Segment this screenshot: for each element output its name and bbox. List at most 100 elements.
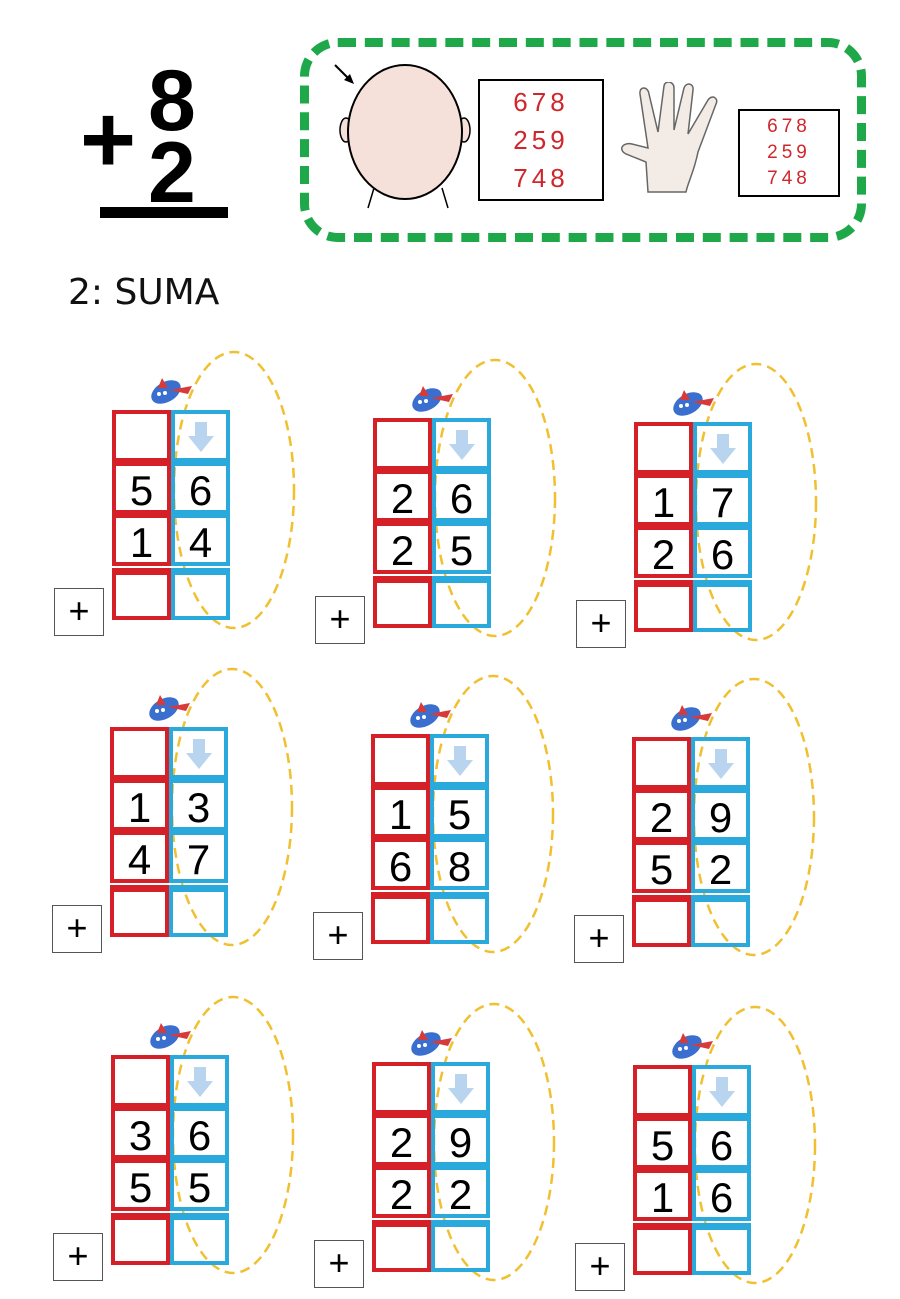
arrow-down-icon <box>186 1067 213 1097</box>
carry-cell-tens[interactable] <box>372 1062 431 1114</box>
card-number: 259 <box>767 142 811 163</box>
units-column: 6 5 <box>432 418 491 628</box>
answer-cell-tens[interactable] <box>632 895 691 947</box>
tens-column: 3 5 <box>111 1055 170 1265</box>
answer-cell-units[interactable] <box>431 1220 490 1272</box>
digit-cell: 8 <box>430 838 489 890</box>
answer-cell-tens[interactable] <box>633 1223 692 1275</box>
digit-cell: 3 <box>169 779 228 831</box>
digit-cell: 4 <box>110 831 169 883</box>
plus-sign-box: + <box>575 1243 625 1291</box>
carry-cell-units <box>170 1055 229 1107</box>
airplane-icon <box>410 702 451 728</box>
airplane-icon <box>671 705 712 731</box>
units-column: 6 6 <box>692 1065 751 1275</box>
large-number-card: 678 259 748 <box>478 79 604 201</box>
answer-cell-units[interactable] <box>693 580 752 632</box>
digit-cell: 9 <box>431 1114 490 1166</box>
answer-cell-tens[interactable] <box>371 892 430 944</box>
units-column: 9 2 <box>691 737 750 947</box>
place-value-grid: 1 4 3 7 + <box>52 727 228 953</box>
carry-cell-tens[interactable] <box>110 727 169 779</box>
digit-cell: 5 <box>432 522 491 574</box>
answer-cell-tens[interactable] <box>110 885 169 937</box>
carry-cell-units <box>431 1062 490 1114</box>
answer-cell-units[interactable] <box>430 892 489 944</box>
plus-sign-box: + <box>54 588 104 636</box>
digit-cell: 7 <box>169 831 228 883</box>
carry-cell-tens[interactable] <box>111 1055 170 1107</box>
answer-cell-units[interactable] <box>692 1223 751 1275</box>
digit-cell: 2 <box>372 1114 431 1166</box>
addition-problem: 1 6 5 8 + <box>313 664 671 964</box>
example-underline <box>100 207 228 218</box>
digit-cell: 6 <box>170 1107 229 1159</box>
addition-problem: 5 1 6 6 + <box>575 995 900 1295</box>
digit-cell: 2 <box>691 841 750 893</box>
tens-column: 1 2 <box>634 422 693 632</box>
answer-cell-units[interactable] <box>432 576 491 628</box>
units-column: 5 8 <box>430 734 489 944</box>
digit-cell: 4 <box>171 514 230 566</box>
carry-cell-tens[interactable] <box>633 1065 692 1117</box>
carry-cell-units <box>692 1065 751 1117</box>
answer-cell-tens[interactable] <box>111 1213 170 1265</box>
tens-column: 5 1 <box>112 410 171 620</box>
card-number: 259 <box>513 125 569 155</box>
digit-cell: 2 <box>632 789 691 841</box>
answer-cell-tens[interactable] <box>373 576 432 628</box>
digit-cell: 6 <box>693 526 752 578</box>
answer-cell-tens[interactable] <box>634 580 693 632</box>
answer-cell-units[interactable] <box>170 1213 229 1265</box>
addition-problem: 3 5 6 5 + <box>53 985 411 1285</box>
place-value-grid: 2 5 9 2 + <box>574 737 750 963</box>
answer-cell-units[interactable] <box>691 895 750 947</box>
addition-problem: 2 2 6 5 + <box>315 348 673 648</box>
tens-column: 2 2 <box>373 418 432 628</box>
place-value-grid: 1 2 7 6 + <box>576 422 752 648</box>
arrow-down-icon <box>446 746 473 776</box>
card-number: 678 <box>513 87 569 117</box>
addition-problem: 2 5 9 2 + <box>574 667 900 967</box>
tens-column: 2 2 <box>372 1062 431 1272</box>
carry-cell-tens[interactable] <box>634 422 693 474</box>
carry-cell-tens[interactable] <box>632 737 691 789</box>
card-number: 748 <box>767 168 811 189</box>
answer-cell-units[interactable] <box>171 568 230 620</box>
digit-cell: 6 <box>692 1117 751 1169</box>
carry-cell-tens[interactable] <box>112 410 171 462</box>
carry-cell-units <box>691 737 750 789</box>
place-value-grid: 5 1 6 6 + <box>575 1065 751 1291</box>
digit-cell: 7 <box>693 474 752 526</box>
answer-cell-tens[interactable] <box>112 568 171 620</box>
arrow-down-icon <box>187 422 214 452</box>
plus-sign-box: + <box>315 596 365 644</box>
units-column: 9 2 <box>431 1062 490 1272</box>
digit-cell: 2 <box>431 1166 490 1218</box>
arrow-down-icon <box>708 1077 735 1107</box>
digit-cell: 6 <box>692 1169 751 1221</box>
answer-cell-tens[interactable] <box>372 1220 431 1272</box>
airplane-icon <box>151 378 192 404</box>
answer-cell-units[interactable] <box>169 885 228 937</box>
carry-cell-tens[interactable] <box>371 734 430 786</box>
airplane-icon <box>411 1030 452 1056</box>
digit-cell: 3 <box>111 1107 170 1159</box>
small-number-card: 678 259 748 <box>738 109 840 197</box>
units-column: 6 5 <box>170 1055 229 1265</box>
addition-problem: 5 1 6 4 + <box>54 340 412 640</box>
airplane-icon <box>673 390 714 416</box>
carry-cell-tens[interactable] <box>373 418 432 470</box>
tens-column: 5 1 <box>633 1065 692 1275</box>
digit-cell: 2 <box>372 1166 431 1218</box>
tens-column: 1 6 <box>371 734 430 944</box>
digit-cell: 6 <box>432 470 491 522</box>
airplane-icon <box>149 695 190 721</box>
units-column: 7 6 <box>693 422 752 632</box>
digit-cell: 2 <box>373 470 432 522</box>
digit-cell: 2 <box>373 522 432 574</box>
carry-cell-units <box>169 727 228 779</box>
place-value-grid: 1 6 5 8 + <box>313 734 489 960</box>
units-column: 6 4 <box>171 410 230 620</box>
